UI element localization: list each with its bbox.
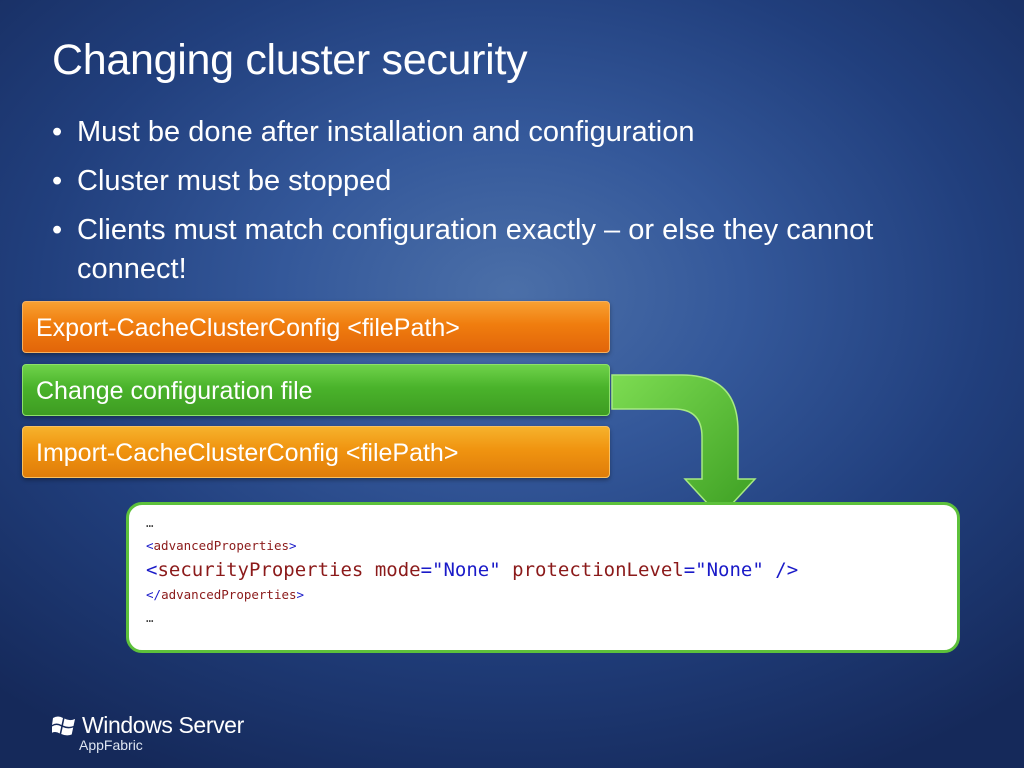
config-code-box: … <advancedProperties> <securityProperti…	[126, 502, 960, 653]
code-attr: protectionLevel	[512, 559, 684, 581]
code-lt: <	[146, 559, 158, 581]
code-eq: =	[683, 559, 696, 581]
code-attr: mode	[374, 559, 421, 581]
code-advanced-close: </advancedProperties>	[146, 583, 940, 606]
bullet-item: Clients must match configuration exactly…	[52, 211, 952, 289]
bullet-item: Must be done after installation and conf…	[52, 113, 952, 152]
code-tag: securityProperties	[157, 559, 364, 581]
bullet-list: Must be done after installation and conf…	[52, 113, 952, 299]
brand-logo: Windows Server AppFabric	[52, 712, 244, 753]
code-self-close: />	[775, 559, 799, 581]
code-gt: >	[296, 587, 305, 602]
code-value: "None"	[432, 559, 501, 581]
code-eq: =	[420, 559, 433, 581]
code-tag: advancedProperties	[161, 587, 297, 602]
windows-flag-icon	[52, 716, 75, 735]
step-export: Export-CacheClusterConfig <filePath>	[22, 301, 610, 353]
step-change-config: Change configuration file	[22, 364, 610, 416]
brand-name: Windows Server	[82, 712, 244, 738]
brand-sub: AppFabric	[79, 737, 143, 753]
bullet-item: Cluster must be stopped	[52, 162, 952, 201]
code-gt: >	[289, 538, 297, 553]
code-security-properties: <securityProperties mode="None" protecti…	[146, 557, 940, 583]
code-advanced-open: <advancedProperties>	[146, 534, 940, 557]
code-lt: <	[146, 538, 154, 553]
curved-arrow-icon	[611, 374, 757, 519]
code-tag: advancedProperties	[153, 538, 289, 553]
slide-title: Changing cluster security	[52, 36, 528, 84]
code-value: "None"	[695, 559, 764, 581]
code-ellipsis-top: …	[146, 515, 154, 530]
step-import: Import-CacheClusterConfig <filePath>	[22, 426, 610, 478]
code-lt: </	[146, 587, 162, 602]
code-ellipsis-bottom: …	[146, 610, 154, 625]
